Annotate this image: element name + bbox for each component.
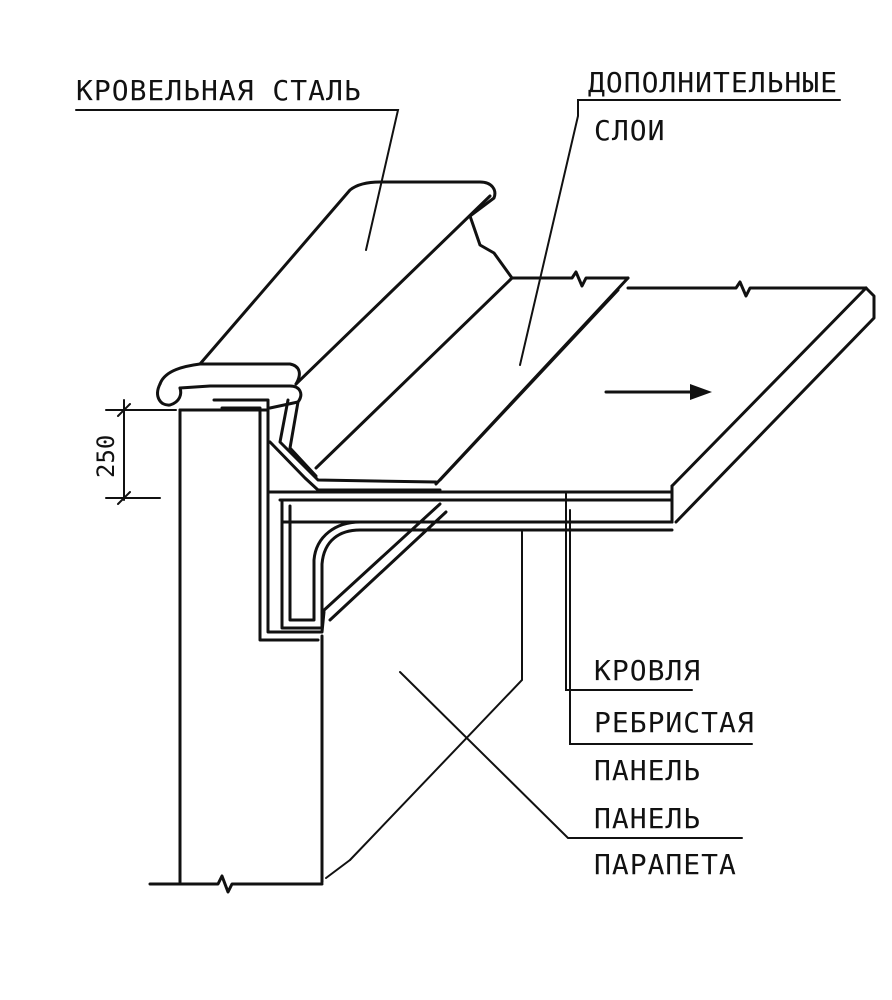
leader-lines <box>75 99 841 879</box>
parapet-panel <box>148 408 324 894</box>
label-parapet-panel-line1: ПАНЕЛЬ <box>594 802 701 835</box>
height-dimension: 250 <box>92 399 177 505</box>
label-ribbed-panel-line2: ПАНЕЛЬ <box>594 754 701 787</box>
label-roof: КРОВЛЯ <box>594 654 701 687</box>
roof-surface <box>266 280 876 524</box>
additional-layers <box>268 270 630 492</box>
label-roofing-steel: КРОВЕЛЬНАЯ СТАЛЬ <box>76 74 362 107</box>
height-value: 250 <box>92 435 120 478</box>
label-additional-layers-line1: ДОПОЛНИТЕЛЬНЫЕ <box>588 66 838 99</box>
label-parapet-panel-line2: ПАРАПЕТА <box>594 848 737 881</box>
label-additional-layers-line2: СЛОИ <box>594 114 665 147</box>
slope-arrow <box>604 384 712 400</box>
label-ribbed-panel-line1: РЕБРИСТАЯ <box>594 706 755 739</box>
ribbed-panel <box>280 498 674 630</box>
